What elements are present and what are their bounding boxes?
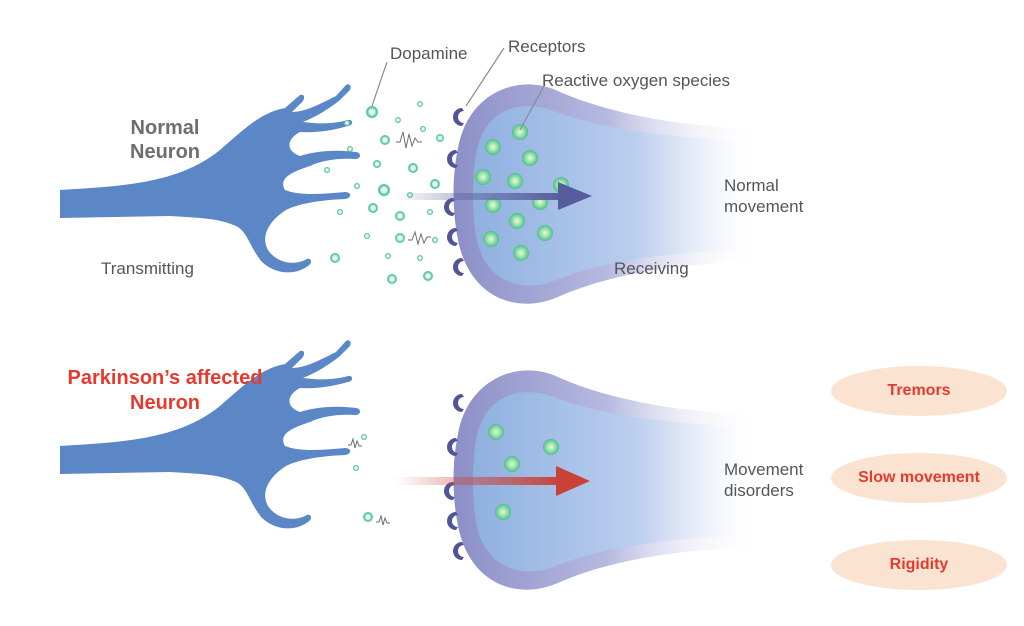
- symptom-rigidity: Rigidity: [831, 540, 1007, 590]
- movement-disorders-line1: Movement: [724, 460, 804, 479]
- movement-disorders-line2: disorders: [724, 481, 794, 500]
- normal-title-line2: Neuron: [130, 141, 200, 163]
- receptors-label: Receptors: [508, 37, 586, 56]
- leader-lines: [371, 47, 546, 131]
- movement-disorders-label: Movement disorders: [724, 459, 803, 501]
- symptom-slow-movement: Slow movement: [831, 453, 1007, 503]
- affected-dopamine-molecules: [353, 434, 373, 522]
- receiving-label: Receiving: [614, 259, 689, 278]
- normal-receptors: [444, 108, 464, 276]
- normal-dopamine-molecules: [324, 101, 444, 284]
- affected-signal-arrow: [395, 466, 590, 496]
- normal-movement-line1: Normal: [724, 176, 779, 195]
- symptom-tremors: Tremors: [831, 366, 1007, 416]
- normal-movement-label: Normal movement: [724, 175, 803, 217]
- affected-title-line1: Parkinson’s affected: [67, 367, 263, 389]
- affected-reactive-oxygen-species: [488, 424, 559, 520]
- affected-transmitting-neuron: [60, 340, 361, 529]
- normal-transmitting-neuron: [60, 84, 361, 273]
- normal-title-line1: Normal: [130, 117, 200, 139]
- affected-signal-squiggles: [348, 437, 390, 526]
- affected-receiving-neuron: [453, 370, 760, 590]
- normal-signal-arrow: [395, 182, 592, 210]
- normal-movement-line2: movement: [724, 197, 804, 216]
- dopamine-label: Dopamine: [390, 44, 468, 63]
- normal-signal-squiggles: [396, 131, 431, 246]
- normal-neuron-title: Normal Neuron: [120, 116, 210, 164]
- reactive-oxygen-species-label: Reactive oxygen species: [542, 71, 731, 90]
- affected-receptors: [444, 394, 464, 560]
- transmitting-label: Transmitting: [101, 259, 194, 278]
- affected-neuron-title: Parkinson’s affected Neuron: [40, 366, 290, 416]
- normal-receiving-neuron: [453, 84, 760, 304]
- affected-title-line2: Neuron: [130, 392, 200, 414]
